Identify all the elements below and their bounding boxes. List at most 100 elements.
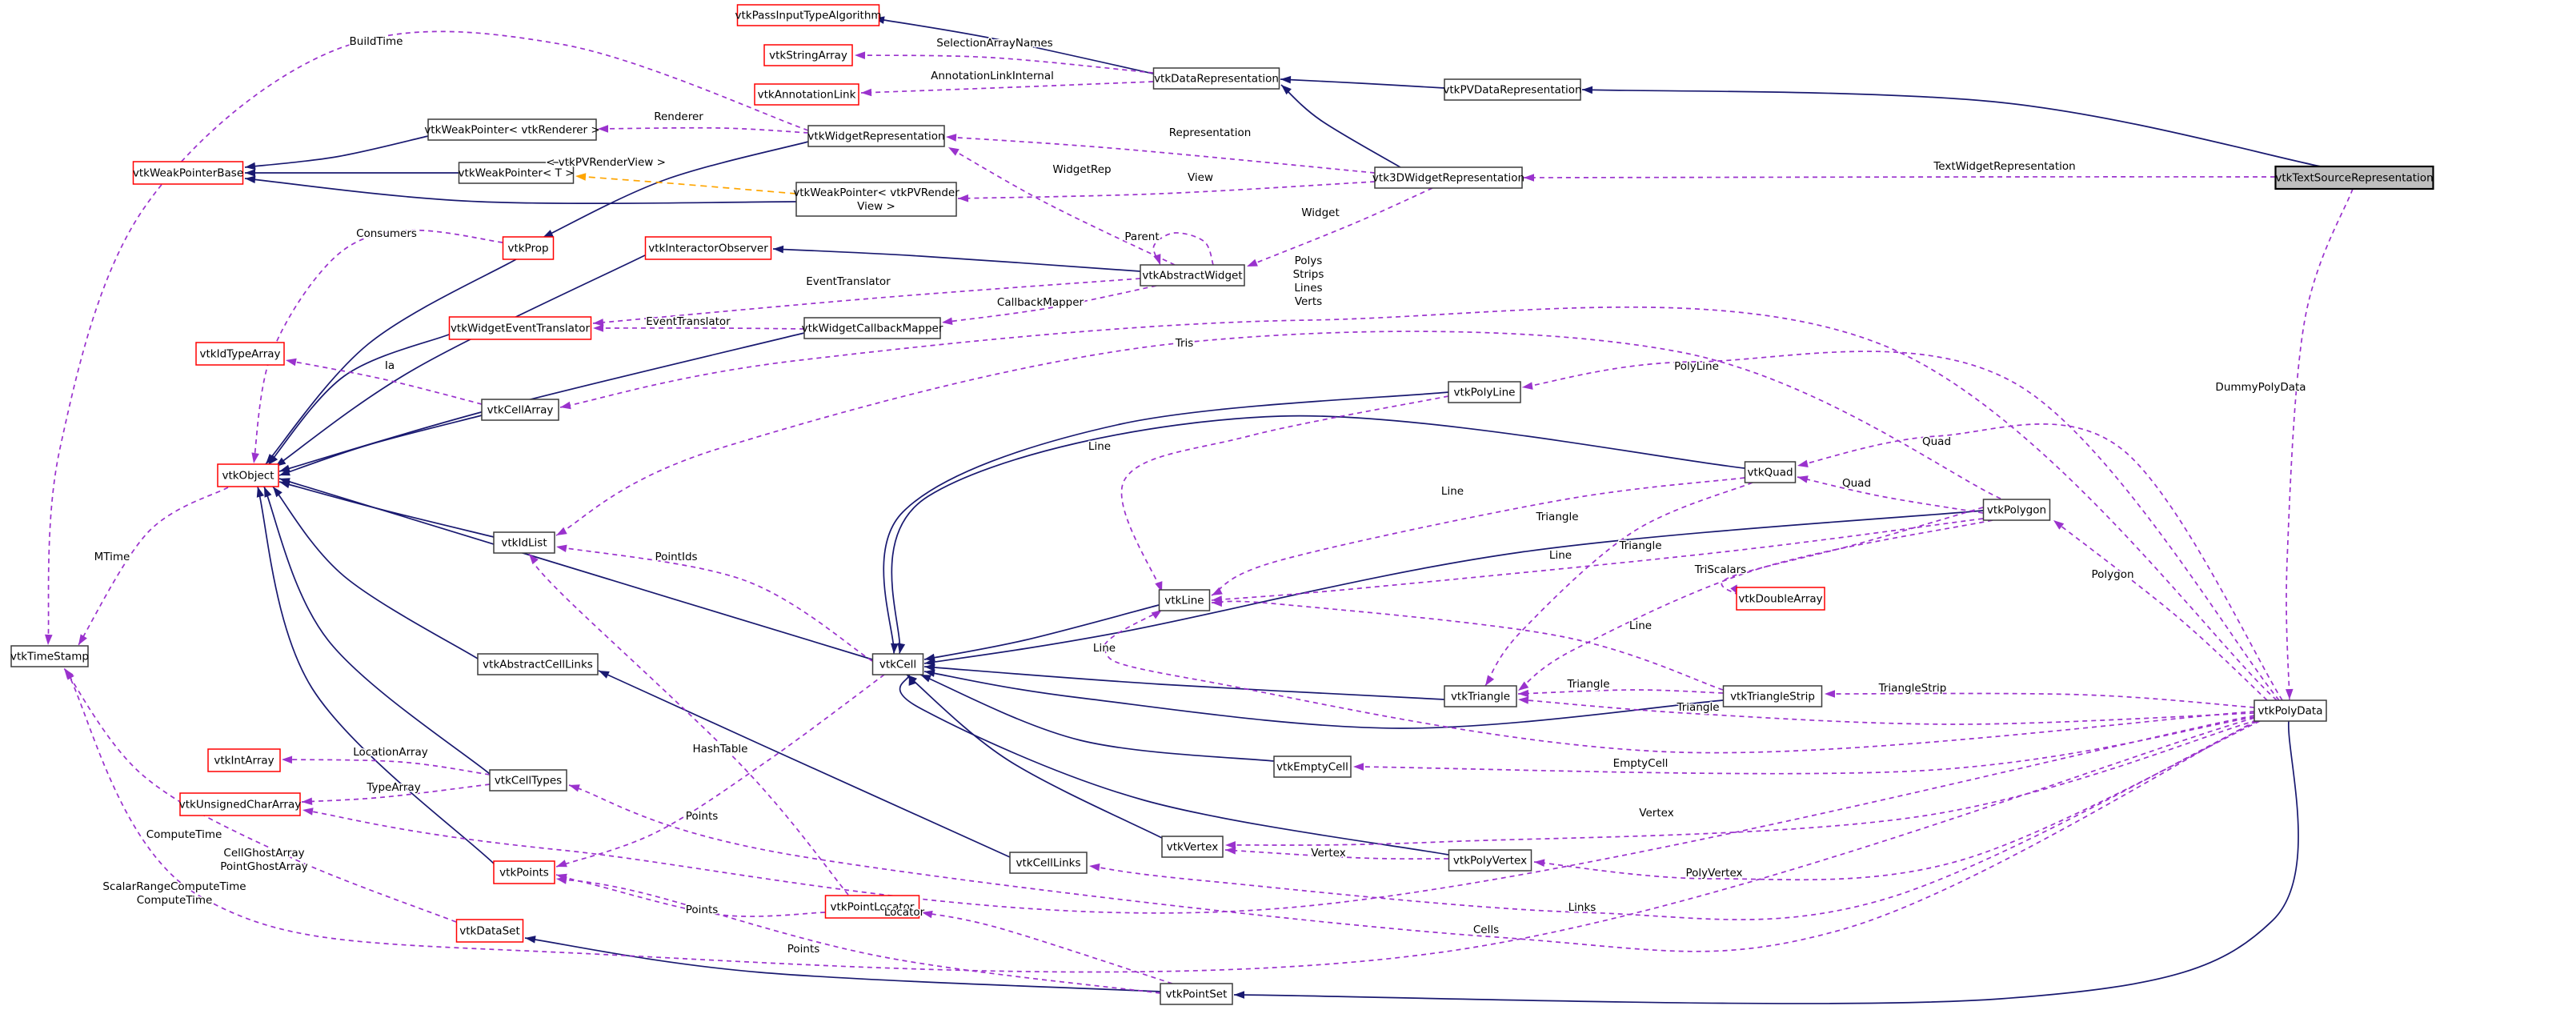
class-node-vtkAbstractCellLinks[interactable]: vtkAbstractCellLinks xyxy=(477,653,599,675)
class-node-box[interactable] xyxy=(2274,165,2434,190)
class-node-box[interactable] xyxy=(132,161,244,185)
class-node-vtkInteractorObserver[interactable]: vtkInteractorObserver xyxy=(644,236,772,260)
class-node-box[interactable] xyxy=(1722,685,1823,707)
class-node-box[interactable] xyxy=(1273,755,1352,778)
class-node-vtk3DWidgetRepresentation[interactable]: vtk3DWidgetRepresentation xyxy=(1372,166,1524,189)
class-node-vtkPointLocator[interactable]: vtkPointLocator xyxy=(824,895,920,919)
class-node-vtkWidgetRepresentation[interactable]: vtkWidgetRepresentation xyxy=(807,125,945,147)
arrowhead-icon xyxy=(529,554,539,565)
class-node-box[interactable] xyxy=(448,316,592,340)
class-node-box[interactable] xyxy=(1161,836,1224,858)
class-node-vtkIdTypeArray[interactable]: vtkIdTypeArray xyxy=(195,342,285,366)
class-node-label: vtkVertex xyxy=(1167,841,1219,854)
edge-inherit-vtkPolyLine-to-vtkCell xyxy=(883,391,1449,655)
class-node-box[interactable] xyxy=(1744,461,1797,483)
class-node-box[interactable] xyxy=(736,4,880,26)
class-node-box[interactable] xyxy=(493,531,555,554)
class-node-vtkWidget CallbackMapper[interactable]: vtkWidgetCallbackMapper xyxy=(802,317,943,339)
class-node-box[interactable] xyxy=(481,399,559,421)
class-node-box[interactable] xyxy=(195,342,285,366)
class-node-vtkPointSet[interactable]: vtkPointSet xyxy=(1160,983,1233,1005)
class-node-vtkPolyLine[interactable]: vtkPolyLine xyxy=(1448,381,1521,403)
class-node-box[interactable] xyxy=(1374,166,1523,189)
class-node-vtkAnnotationLink[interactable]: vtkAnnotationLink xyxy=(754,83,859,106)
class-node-vtkPVDataRepresentation[interactable]: vtkPVDataRepresentation xyxy=(1443,78,1582,101)
edge-inherit-vtkTextSourceRepresentation-to-vtkPVDataRepresentation xyxy=(1581,86,2322,167)
class-node-box[interactable] xyxy=(871,653,924,675)
class-node-vtkCellTypes[interactable]: vtkCellTypes xyxy=(489,769,567,792)
class-node-vtkWeakPointerT[interactable]: vtkWeakPointer< T > xyxy=(458,162,575,184)
class-node-vtkTriangle[interactable]: vtkTriangle xyxy=(1444,685,1517,707)
edge-inherit-vtkPolyVertex-to-vtkCell xyxy=(899,674,1449,856)
class-node-vtkPolygon[interactable]: vtkPolygon xyxy=(1982,499,2051,521)
class-node-box[interactable] xyxy=(807,125,945,147)
class-node-vtkUnsignedCharArray[interactable]: vtkUnsignedCharArray xyxy=(179,792,302,816)
class-node-vtkProp[interactable]: vtkProp xyxy=(502,236,555,260)
class-node-box[interactable] xyxy=(803,317,941,339)
class-node-vtkTextSourceRepresentation[interactable]: vtkTextSourceRepresentation xyxy=(2274,165,2434,190)
class-node-box[interactable] xyxy=(1448,381,1521,403)
class-node-vtkWeakPointerBase[interactable]: vtkWeakPointerBase xyxy=(132,161,244,185)
class-node-vtkTriangleStrip[interactable]: vtkTriangleStrip xyxy=(1722,685,1823,707)
class-node-box[interactable] xyxy=(1444,685,1517,707)
class-node-vtkObject[interactable]: vtkObject xyxy=(217,463,279,487)
class-node-box[interactable] xyxy=(763,44,853,66)
class-node-vtkIdList[interactable]: vtkIdList xyxy=(493,531,555,554)
edge-inherit-vtkQuad-to-vtkCell xyxy=(891,415,1745,655)
class-node-vtkLine[interactable]: vtkLine xyxy=(1158,589,1211,611)
class-node-box[interactable] xyxy=(427,118,597,141)
class-node-box[interactable] xyxy=(644,236,772,260)
class-node-box[interactable] xyxy=(1160,983,1233,1005)
class-node-vtkPassInputTypeAlgorithm[interactable]: vtkPassInputTypeAlgorithm xyxy=(735,4,882,26)
class-node-box[interactable] xyxy=(795,182,957,217)
class-node-box[interactable] xyxy=(458,162,575,184)
class-node-vtkCell[interactable]: vtkCell xyxy=(871,653,924,675)
class-node-vtkCellLinks[interactable]: vtkCellLinks xyxy=(1009,852,1088,874)
class-node-box[interactable] xyxy=(10,645,89,667)
class-node-box[interactable] xyxy=(502,236,555,260)
class-node-vtkStringArray[interactable]: vtkStringArray xyxy=(763,44,853,66)
class-node-vtkDataRepresentation[interactable]: vtkDataRepresentation xyxy=(1152,67,1280,90)
edge-use-vtkProp-to-vtkObject xyxy=(251,229,503,464)
arrowhead-icon xyxy=(556,876,567,884)
class-node-vtkDataSet[interactable]: vtkDataSet xyxy=(455,919,524,943)
class-node-vtkCellArray[interactable]: vtkCellArray xyxy=(481,399,559,421)
class-node-vtkDoubleArray[interactable]: vtkDoubleArray xyxy=(1736,587,1825,611)
class-node-vtkPoints[interactable]: vtkPoints xyxy=(493,860,555,884)
class-node-vtkTimeStamp[interactable]: vtkTimeStamp xyxy=(10,645,89,667)
class-node-box[interactable] xyxy=(1152,67,1280,90)
class-node-box[interactable] xyxy=(477,653,599,675)
arrowhead-icon xyxy=(1353,763,1364,771)
class-node-box[interactable] xyxy=(1444,78,1581,101)
class-node-box[interactable] xyxy=(493,860,555,884)
edge-inherit-vtkCellArray-to-vtkObject xyxy=(278,415,483,476)
class-node-vtkVertex[interactable]: vtkVertex xyxy=(1161,836,1224,858)
class-node-box[interactable] xyxy=(754,83,859,106)
arrowhead-icon xyxy=(924,669,935,677)
class-node-vtkWeakPointerRenderer[interactable]: vtkWeakPointer< vtkRenderer > xyxy=(424,118,600,141)
class-node-box[interactable] xyxy=(2253,699,2327,722)
edge-label: WidgetRep xyxy=(1052,163,1111,176)
class-node-box[interactable] xyxy=(1140,264,1245,287)
class-node-box[interactable] xyxy=(217,463,279,487)
class-node-box[interactable] xyxy=(179,792,301,816)
class-node-box[interactable] xyxy=(824,895,920,919)
class-node-box[interactable] xyxy=(489,769,567,792)
class-node-vtkAbstractWidget[interactable]: vtkAbstractWidget xyxy=(1140,264,1245,287)
class-node-vtkPolyVertex[interactable]: vtkPolyVertex xyxy=(1448,849,1532,872)
class-node-box[interactable] xyxy=(207,748,281,772)
class-node-vtkWidgetEventTranslator[interactable]: vtkWidgetEventTranslator xyxy=(448,316,592,340)
class-node-box[interactable] xyxy=(455,919,524,943)
class-node-vtkPolyData[interactable]: vtkPolyData xyxy=(2253,699,2327,722)
edge-use-vtkAbstractWidget-to-vtkAbstractWidget xyxy=(1152,232,1214,266)
class-node-box[interactable] xyxy=(1009,852,1088,874)
class-node-box[interactable] xyxy=(1982,499,2051,521)
class-node-vtkQuad[interactable]: vtkQuad xyxy=(1744,461,1797,483)
class-node-vtkEmptyCell[interactable]: vtkEmptyCell xyxy=(1273,755,1352,778)
class-node-label: vtkWidgetRepresentation xyxy=(807,130,944,143)
class-node-box[interactable] xyxy=(1448,849,1532,872)
class-node-box[interactable] xyxy=(1736,587,1825,611)
class-node-vtkIntArray[interactable]: vtkIntArray xyxy=(207,748,281,772)
class-node-box[interactable] xyxy=(1158,589,1211,611)
